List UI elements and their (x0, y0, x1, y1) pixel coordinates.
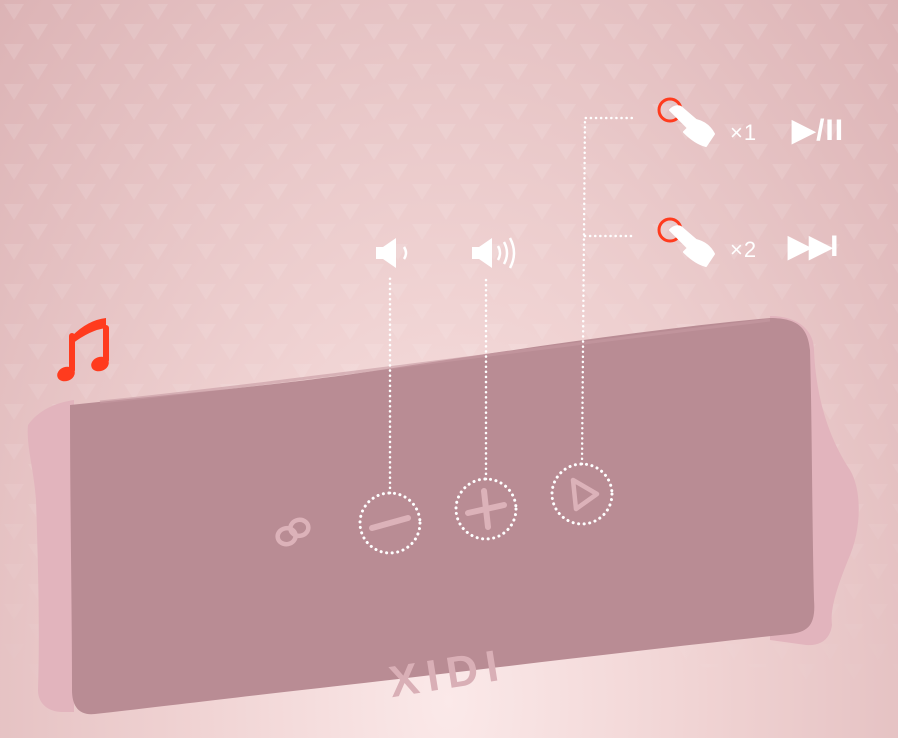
speaker-high-icon (472, 238, 514, 268)
next-track-label: ▶▶I (788, 229, 836, 264)
tap-hand-icon (659, 99, 714, 146)
press-count-1: ×1 (730, 120, 757, 145)
bluetooth-speaker: XIDI (28, 316, 859, 714)
speaker-low-icon (376, 238, 406, 268)
double-press-label: ×2 (730, 233, 759, 264)
music-note-icon (55, 318, 111, 384)
play-pause-icon: ▶/II (792, 114, 844, 147)
next-track-icon: ▶▶I (788, 230, 836, 263)
press-count-2: ×2 (730, 237, 757, 262)
play-pause-label: ▶/II (792, 113, 844, 148)
speaker-left-cap (28, 400, 74, 712)
tap-hand-icon (659, 219, 714, 266)
single-press-label: ×1 (730, 116, 759, 147)
